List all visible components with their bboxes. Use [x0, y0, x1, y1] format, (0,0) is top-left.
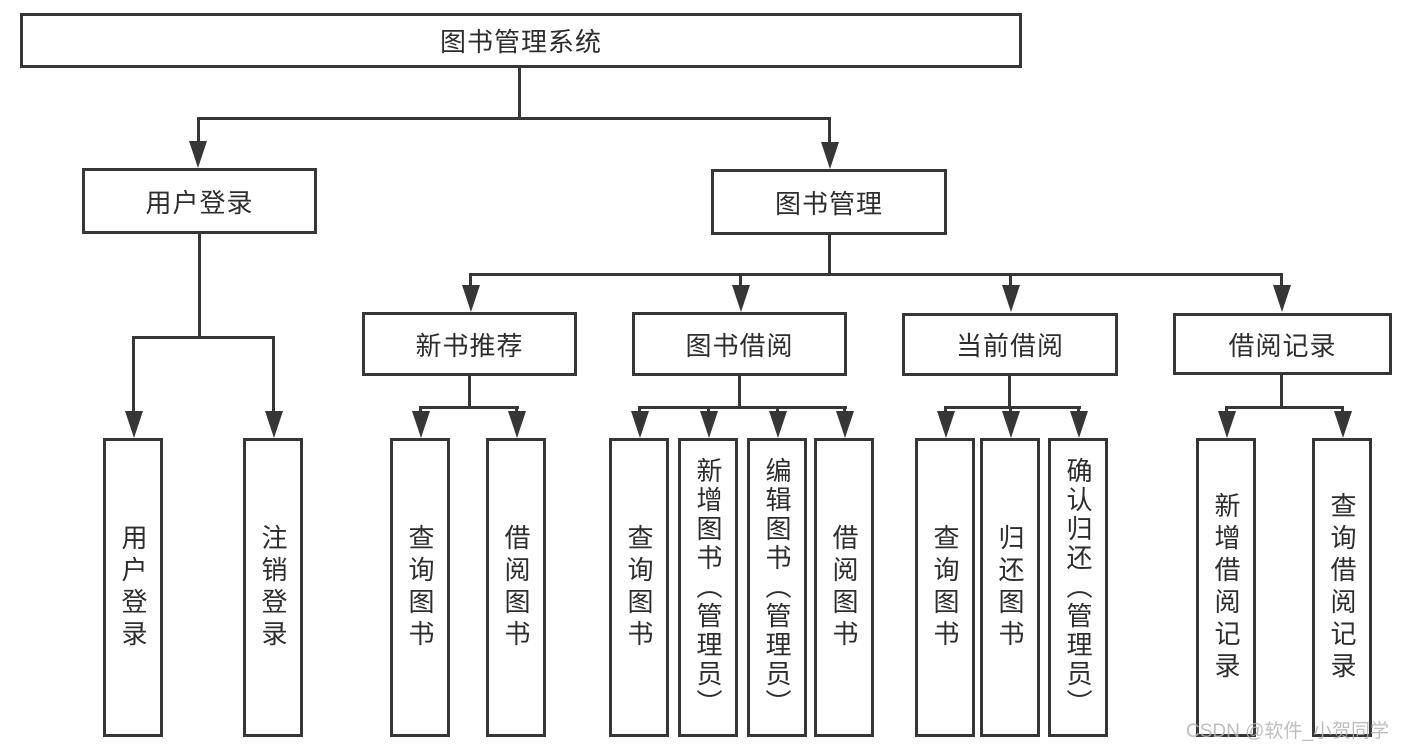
leaf-borrow-book-borrow-label: 借阅图书: [829, 523, 859, 652]
watermark: CSDN @软件_小贺同学: [1186, 721, 1389, 742]
node-book-borrow-label: 图书借阅: [685, 330, 794, 361]
node-current-borrow-label: 当前借阅: [955, 331, 1064, 361]
connector-line: [843, 406, 846, 413]
leaf-add-borrow-record: 新增借阅记录: [1196, 438, 1256, 737]
arrowhead-down-icon: [1334, 411, 1352, 438]
arrowhead-down-icon: [1002, 285, 1020, 312]
arrowhead-down-icon: [937, 411, 955, 438]
leaf-edit-book-admin-label: 编辑图书（管理员）: [762, 457, 792, 718]
connector-line: [638, 406, 641, 413]
connector-line: [272, 336, 275, 413]
arrowhead-down-icon: [1070, 411, 1088, 438]
leaf-confirm-return-admin: 确认归还（管理员）: [1048, 438, 1108, 737]
connector-line: [198, 234, 201, 336]
leaf-user-login: 用户登录: [103, 438, 163, 737]
leaf-borrow-book-recommend-label: 借阅图书: [501, 523, 531, 652]
leaf-query-book-recommend: 查询图书: [390, 438, 450, 737]
arrowhead-down-icon: [631, 411, 649, 438]
leaf-query-borrow-record: 查询借阅记录: [1312, 438, 1372, 737]
leaf-return-book: 归还图书: [980, 438, 1040, 737]
leaf-logout: 注销登录: [243, 438, 303, 737]
leaf-query-book-current: 查询图书: [915, 438, 975, 737]
leaf-confirm-return-admin-label: 确认归还（管理员）: [1063, 457, 1093, 718]
connector-line: [1341, 406, 1344, 413]
arrowhead-down-icon: [125, 411, 143, 438]
connector-line: [515, 406, 518, 413]
connector-line: [518, 68, 521, 120]
connector-line: [197, 117, 200, 143]
node-root: 图书管理系统: [20, 13, 1022, 68]
arrowhead-down-icon: [836, 411, 854, 438]
node-current-borrow: 当前借阅: [902, 313, 1118, 376]
arrowhead-down-icon: [1002, 411, 1020, 438]
arrowhead-down-icon: [1218, 411, 1236, 438]
connector-line: [1280, 375, 1283, 408]
node-book-borrow: 图书借阅: [632, 312, 847, 376]
connector-line: [1225, 406, 1228, 413]
connector-line: [1225, 406, 1344, 409]
node-book-management: 图书管理: [711, 169, 947, 235]
arrowhead-down-icon: [700, 411, 718, 438]
arrowhead-down-icon: [1273, 285, 1291, 312]
connector-line: [469, 273, 1283, 276]
connector-line: [739, 273, 742, 286]
node-user-login: 用户登录: [82, 168, 317, 234]
arrowhead-down-icon: [769, 411, 787, 438]
arrowhead-down-icon: [189, 141, 207, 168]
leaf-user-login-label: 用户登录: [118, 523, 148, 652]
leaf-query-book-borrow-label: 查询图书: [624, 523, 654, 652]
connector-line: [1008, 376, 1011, 408]
node-user-login-label: 用户登录: [145, 187, 254, 218]
node-borrow-record-label: 借阅记录: [1228, 330, 1337, 361]
arrowhead-down-icon: [732, 285, 750, 312]
node-book-management-label: 图书管理: [774, 188, 883, 219]
arrowhead-down-icon: [462, 285, 480, 312]
connector-line: [776, 406, 779, 413]
arrowhead-down-icon: [821, 142, 839, 169]
connector-line: [419, 406, 422, 413]
arrowhead-down-icon: [412, 411, 430, 438]
node-new-book-recommend: 新书推荐: [362, 312, 577, 376]
connector-line: [419, 406, 519, 409]
leaf-query-book-current-label: 查询图书: [930, 523, 960, 652]
leaf-return-book-label: 归还图书: [995, 523, 1025, 652]
arrowhead-down-icon: [265, 411, 283, 438]
leaf-query-book-recommend-label: 查询图书: [405, 523, 435, 652]
leaf-add-borrow-record-label: 新增借阅记录: [1211, 491, 1241, 684]
connector-line: [132, 336, 135, 413]
leaf-query-borrow-record-label: 查询借阅记录: [1327, 491, 1357, 684]
connector-line: [1280, 273, 1283, 286]
leaf-add-book-admin-label: 新增图书（管理员）: [693, 457, 723, 718]
connector-line: [197, 117, 831, 120]
connector-line: [1077, 406, 1080, 413]
connector-line: [1009, 273, 1012, 286]
connector-line: [944, 406, 1081, 409]
node-root-label: 图书管理系统: [439, 27, 602, 57]
connector-line: [468, 376, 471, 408]
connector-line: [638, 406, 847, 409]
connector-line: [944, 406, 947, 413]
connector-line: [1009, 406, 1012, 413]
connector-line: [828, 235, 831, 275]
leaf-borrow-book-recommend: 借阅图书: [486, 438, 546, 737]
leaf-edit-book-admin: 编辑图书（管理员）: [747, 438, 807, 737]
node-new-book-recommend-label: 新书推荐: [415, 330, 524, 361]
connector-line: [707, 406, 710, 413]
leaf-query-book-borrow: 查询图书: [609, 438, 669, 737]
leaf-add-book-admin: 新增图书（管理员）: [678, 438, 738, 737]
connector-line: [738, 376, 741, 408]
connector-line: [469, 273, 472, 286]
leaf-borrow-book-borrow: 借阅图书: [814, 438, 874, 737]
node-borrow-record: 借阅记录: [1173, 313, 1392, 375]
arrowhead-down-icon: [508, 411, 526, 438]
leaf-logout-label: 注销登录: [258, 523, 288, 652]
connector-line: [132, 336, 275, 339]
connector-line: [828, 117, 831, 144]
